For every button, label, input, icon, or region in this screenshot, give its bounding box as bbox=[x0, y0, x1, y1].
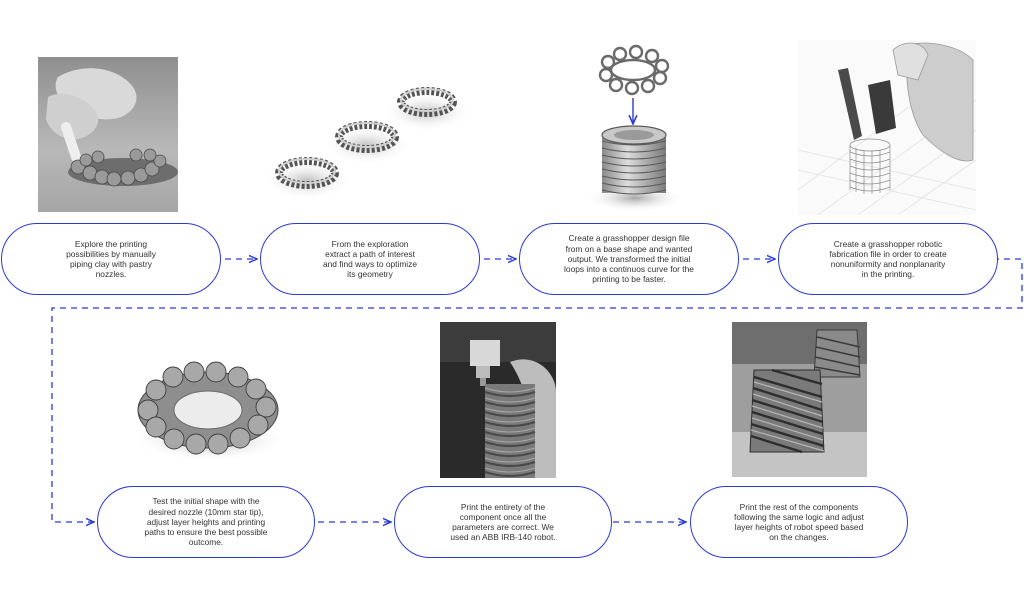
robot-printing-photo bbox=[440, 322, 556, 478]
step-4-box: Create a grasshopper robotic fabrication… bbox=[778, 223, 998, 295]
step-1-box: Explore the printing possibilities by ma… bbox=[1, 223, 221, 295]
connector-4-5 bbox=[51, 258, 1023, 522]
robot-simulation-render bbox=[798, 40, 976, 215]
step-7-box: Print the rest of the components followi… bbox=[690, 486, 908, 558]
step-2-text: From the exploration extract a path of i… bbox=[322, 238, 418, 280]
step-6-text: Print the entirety of the component once… bbox=[450, 501, 556, 543]
step-3-box: Create a grasshopper design file from on… bbox=[519, 223, 739, 295]
step-7-text: Print the rest of the components followi… bbox=[734, 501, 864, 543]
hand-piping-clay-photo bbox=[38, 57, 178, 212]
step-5-box: Test the initial shape with the desired … bbox=[97, 486, 315, 558]
ring-geometry-renders bbox=[262, 80, 472, 205]
step-6-box: Print the entirety of the component once… bbox=[394, 486, 612, 558]
loop-to-cylinder-render bbox=[580, 40, 690, 215]
step-3-text: Create a grasshopper design file from on… bbox=[564, 233, 694, 285]
step-5-text: Test the initial shape with the desired … bbox=[144, 496, 268, 548]
test-ring-print-photo bbox=[128, 355, 288, 465]
twisted-components-photo bbox=[732, 322, 867, 477]
step-4-text: Create a grasshopper robotic fabrication… bbox=[829, 238, 947, 280]
step-2-box: From the exploration extract a path of i… bbox=[260, 223, 480, 295]
step-1-text: Explore the printing possibilities by ma… bbox=[66, 238, 156, 280]
